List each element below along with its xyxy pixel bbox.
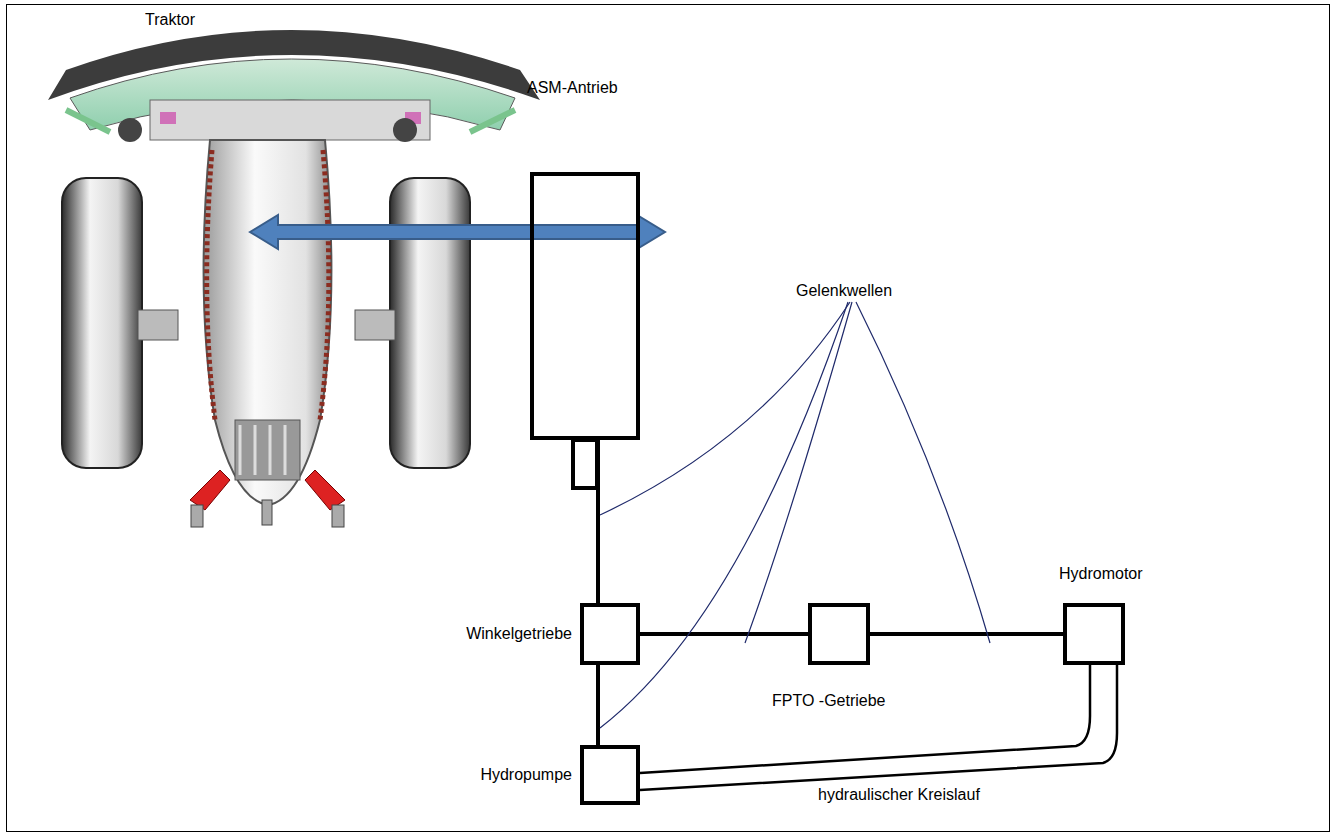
shaft-line	[870, 632, 1063, 636]
part-label: Gelenkwellen	[796, 281, 892, 300]
gearbox-box: FPTO -Getriebe	[808, 603, 870, 665]
hydro-motor-box: Hydromotor	[1063, 603, 1125, 665]
node-label: ASM-Antrieb	[527, 78, 618, 97]
gearbox-box: Winkelgetriebe	[580, 603, 640, 665]
shaft-line	[596, 665, 600, 745]
three-point-hitch	[190, 470, 345, 527]
tractor-figure: Traktor	[40, 0, 545, 525]
node-label: Hydropumpe	[480, 765, 572, 784]
coupling-stub	[573, 440, 597, 488]
leader-line	[856, 302, 990, 643]
node-label: Traktor	[145, 10, 195, 29]
edge-label: hydraulischer Kreislauf	[816, 785, 982, 804]
shaft-line	[640, 665, 1117, 790]
node-label: FPTO -Getriebe	[772, 691, 886, 710]
shaft-line	[640, 632, 808, 636]
double-arrow	[250, 215, 665, 249]
shaft-line	[640, 665, 1090, 773]
motor-box: ASM-Antrieb	[530, 172, 640, 440]
leader-line	[745, 302, 852, 643]
tractor-body	[118, 118, 417, 505]
node-label: Hydromotor	[1059, 564, 1143, 583]
node-label: Winkelgetriebe	[466, 624, 572, 643]
hydro-pump-box: Hydropumpe	[580, 745, 640, 805]
